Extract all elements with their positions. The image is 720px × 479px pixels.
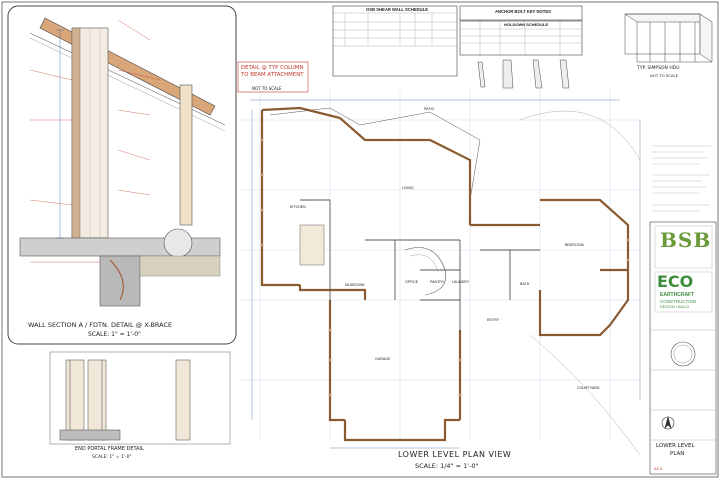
room-entry: ENTRY	[487, 318, 500, 322]
general-notes	[652, 145, 712, 212]
stamp-seal	[670, 341, 696, 367]
section-scale: SCALE: 1" = 1'-0"	[88, 331, 141, 338]
holdown-hardware-sketches	[477, 59, 570, 89]
anchor-bolt-table	[459, 5, 583, 21]
anchor-bolt-title: ANCHOR BOLT KEY NOTES	[495, 9, 551, 14]
eco-logo	[654, 271, 713, 313]
room-pantry: PANTRY	[430, 280, 445, 284]
dimension-lines	[56, 29, 64, 239]
detail-callout-box	[237, 61, 309, 93]
column-post	[179, 84, 193, 226]
portal-scale: SCALE: 1" = 1'-0"	[92, 455, 132, 460]
bsb-logo	[654, 225, 713, 269]
shear-wall-grid	[333, 12, 457, 47]
room-courtyard: COURTYARD	[577, 386, 600, 390]
bsb-logo-text: BSB	[660, 228, 712, 252]
shear-wall-schedule-title: OSB SHEAR WALL SCHEDULE	[366, 7, 429, 12]
room-bedroom: BEDROOM	[565, 243, 584, 247]
section-title: WALL SECTION A / FDTN. DETAIL @ X-BRACE	[28, 321, 173, 329]
floor-plan	[240, 90, 641, 456]
plan-scale: SCALE: 1/4" = 1'-0"	[415, 462, 479, 470]
wall-section-frame	[7, 5, 237, 345]
holdown-schedule-table	[459, 20, 583, 56]
shear-wall-schedule-table	[332, 5, 458, 77]
holdown-schedule-title: HOLDOWN SCHEDULE	[504, 22, 549, 27]
room-office: OFFICE	[405, 280, 419, 284]
sheet-name-1: LOWER LEVEL	[656, 443, 695, 449]
room-mudroom: MUDROOM	[345, 283, 365, 287]
sheet-number: A2.0	[654, 466, 663, 471]
eco-sub3: DESIGN • BUILD	[660, 305, 690, 309]
sheet-name-2: PLAN	[670, 451, 685, 457]
roof-assembly	[29, 17, 226, 132]
simpson-sketch	[624, 13, 713, 63]
room-laundry: LAUNDRY	[452, 280, 470, 284]
detail-callout-scale: NOT TO SCALE	[252, 86, 282, 91]
room-garage: GARAGE	[375, 357, 391, 361]
room-patio: PATIO	[424, 107, 435, 111]
note-leaders	[29, 19, 161, 263]
north-arrow	[661, 415, 675, 430]
room-bath: BATH	[520, 282, 530, 286]
wall-stud-column	[71, 27, 109, 239]
eco-sub2: CONSTRUCTION	[660, 299, 697, 304]
title-block-frame	[649, 221, 717, 475]
portal-frame-drawing	[59, 359, 191, 441]
simpson-label: TYP. SIMPSON HDU	[637, 66, 680, 71]
eco-logo-text: ECO	[657, 272, 694, 291]
portal-title: END PORTAL FRAME DETAIL	[75, 446, 144, 452]
simpson-nts: NOT TO SCALE	[650, 73, 679, 78]
portal-frame-box	[49, 351, 231, 445]
eco-sub1: EARTHCRAFT	[660, 292, 695, 298]
room-kitchen: KITCHEN	[290, 205, 306, 209]
foundation-footing	[19, 228, 221, 307]
detail-callout-title: DETAIL @ TYP COLUMN TO BEAM ATTACHMENT	[241, 65, 304, 78]
room-living: LIVING	[402, 186, 414, 190]
plan-title: LOWER LEVEL PLAN VIEW	[398, 450, 512, 459]
